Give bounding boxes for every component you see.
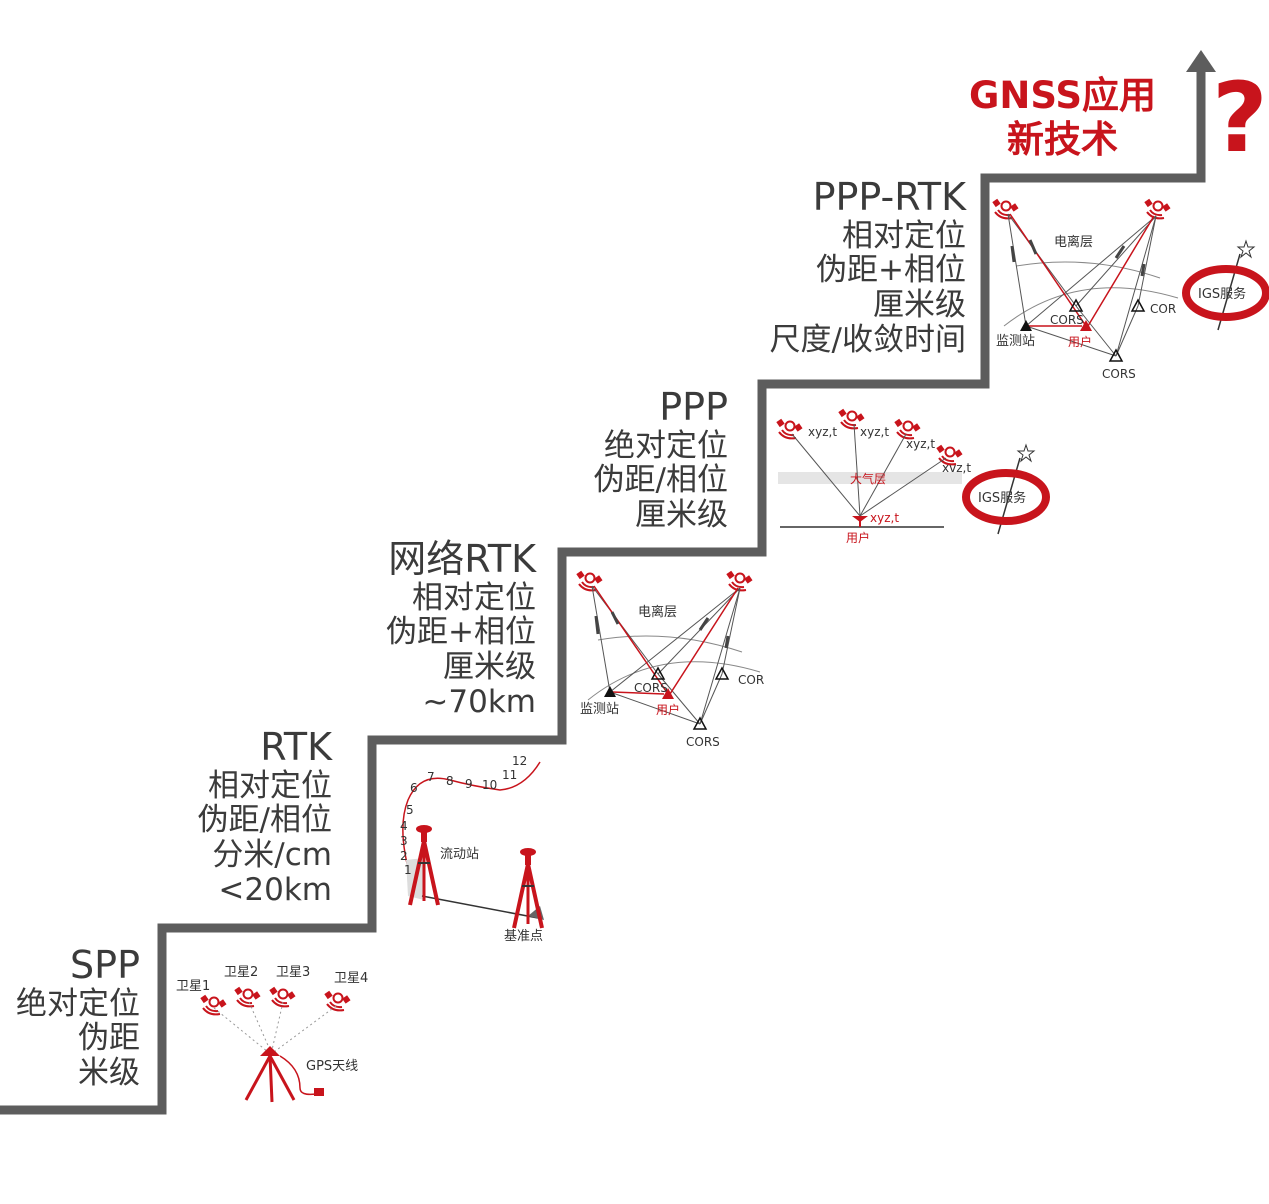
- level-ppp-line: 厘米级: [635, 496, 728, 533]
- level-rtk-line: 分米/cm: [212, 836, 332, 873]
- question-mark-icon: ?: [1212, 62, 1268, 174]
- ppp-user-label: 用户: [846, 530, 870, 545]
- nrtk-illustration: 电离层 CORS COR CORS 监测站 用户: [575, 569, 764, 749]
- epoch-4: 4: [400, 819, 408, 833]
- epoch-7: 7: [427, 770, 435, 784]
- level-ppp-line: 伪距/相位: [593, 462, 728, 499]
- epoch-6: 6: [410, 781, 418, 795]
- level-spp-line: 绝对定位: [16, 985, 140, 1022]
- ppp-sat3-label: xyz,t: [906, 437, 935, 451]
- ppp-sat1-label: xyz,t: [808, 425, 837, 439]
- level-spp: SPP 绝对定位 伪距 米级: [0, 944, 140, 1091]
- epoch-1: 1: [404, 863, 412, 877]
- level-ppprtk-line: 伪距+相位: [816, 252, 966, 289]
- level-rtk-line: <20km: [218, 871, 332, 908]
- level-ppprtk: PPP-RTK 相对定位 伪距+相位 厘米级 尺度/收敛时间: [740, 176, 966, 357]
- level-ppprtk-line: 尺度/收敛时间: [769, 321, 966, 358]
- ppprtk-igs-label: IGS服务: [1198, 286, 1246, 302]
- level-nrtk-line: 相对定位: [412, 579, 536, 616]
- epoch-10: 10: [482, 778, 497, 792]
- spp-illustration: 卫星1 卫星2 卫星3 卫星4 GPS天线: [176, 965, 368, 1103]
- epoch-5: 5: [406, 803, 414, 817]
- level-nrtk-name: 网络RTK: [388, 537, 536, 581]
- epoch-11: 11: [502, 768, 517, 782]
- level-ppprtk-line: 厘米级: [873, 286, 966, 323]
- sat4-label: 卫星4: [334, 971, 368, 986]
- nrtk-cors3-label: CORS: [686, 735, 720, 749]
- level-spp-line: 伪距: [78, 1020, 140, 1057]
- antenna-label: GPS天线: [306, 1059, 358, 1074]
- ppp-user-xyz-label: xyz,t: [870, 511, 899, 525]
- nrtk-monitor-label: 监测站: [580, 702, 619, 717]
- level-nrtk: 网络RTK 相对定位 伪距+相位 厘米级 ~70km: [330, 538, 536, 719]
- future-title-line2: 新技术: [1007, 117, 1118, 161]
- ppprtk-cors3-label: CORS: [1102, 367, 1136, 381]
- ppprtk-cors1-label: CORS: [1050, 313, 1084, 327]
- rover-label: 流动站: [440, 847, 479, 862]
- nrtk-cors1-label: CORS: [634, 681, 668, 695]
- epoch-9: 9: [465, 777, 473, 791]
- level-ppp: PPP 绝对定位 伪距/相位 厘米级: [540, 386, 728, 533]
- level-nrtk-line: 厘米级: [443, 648, 536, 685]
- sat3-label: 卫星3: [276, 965, 310, 980]
- level-ppp-name: PPP: [659, 385, 728, 429]
- base-label: 基准点: [504, 929, 543, 944]
- nrtk-cors2-label: COR: [738, 673, 764, 687]
- future-technology-title: GNSS应用 新技术: [950, 74, 1175, 161]
- level-rtk-line: 相对定位: [208, 767, 332, 804]
- staircase-line: [0, 60, 1206, 1115]
- level-spp-line: 米级: [78, 1054, 140, 1091]
- ppprtk-illustration: 电离层 CORS COR CORS 监测站 用户 IGS服务: [991, 197, 1269, 381]
- ppp-star-icon: [1016, 443, 1036, 463]
- ppp-igs-label: IGS服务: [978, 490, 1026, 506]
- sat2-label: 卫星2: [224, 965, 258, 980]
- level-ppp-line: 绝对定位: [604, 427, 728, 464]
- ppp-sat2-label: xyz,t: [860, 425, 889, 439]
- nrtk-user-label: 用户: [656, 702, 680, 717]
- future-title-line1: GNSS应用: [969, 74, 1156, 117]
- level-ppprtk-line: 相对定位: [842, 217, 966, 254]
- ppprtk-star-icon: [1236, 239, 1256, 259]
- ppp-illustration: xyz,t xyz,t xyz,t xvz,t 大气层 xyz,t 用户 IGS…: [775, 407, 1050, 545]
- sat1-label: 卫星1: [176, 979, 210, 994]
- ppp-atmosphere-label: 大气层: [850, 471, 886, 486]
- arrow-head-icon: [1186, 50, 1216, 72]
- level-rtk-line: 伪距/相位: [197, 802, 332, 839]
- ppprtk-user-label: 用户: [1068, 334, 1092, 349]
- level-rtk-name: RTK: [260, 725, 332, 769]
- ppprtk-ionosphere-label: 电离层: [1054, 234, 1093, 250]
- epoch-3: 3: [400, 834, 408, 848]
- epoch-12: 12: [512, 754, 527, 768]
- epoch-8: 8: [446, 774, 454, 788]
- epoch-2: 2: [400, 849, 408, 863]
- level-nrtk-line: ~70km: [422, 683, 536, 720]
- ppp-sat4-label: xvz,t: [942, 461, 971, 475]
- nrtk-ionosphere-label: 电离层: [638, 604, 677, 620]
- ppprtk-monitor-label: 监测站: [996, 334, 1035, 349]
- rtk-illustration: 1 2 3 4 5 6 7 8 9 10 11 12 流动站 基准点: [400, 754, 544, 944]
- level-rtk: RTK 相对定位 伪距/相位 分米/cm <20km: [150, 726, 332, 907]
- level-nrtk-line: 伪距+相位: [386, 614, 536, 651]
- ppprtk-cors2-label: COR: [1150, 302, 1176, 316]
- level-spp-name: SPP: [70, 943, 140, 987]
- level-ppprtk-name: PPP-RTK: [812, 175, 966, 219]
